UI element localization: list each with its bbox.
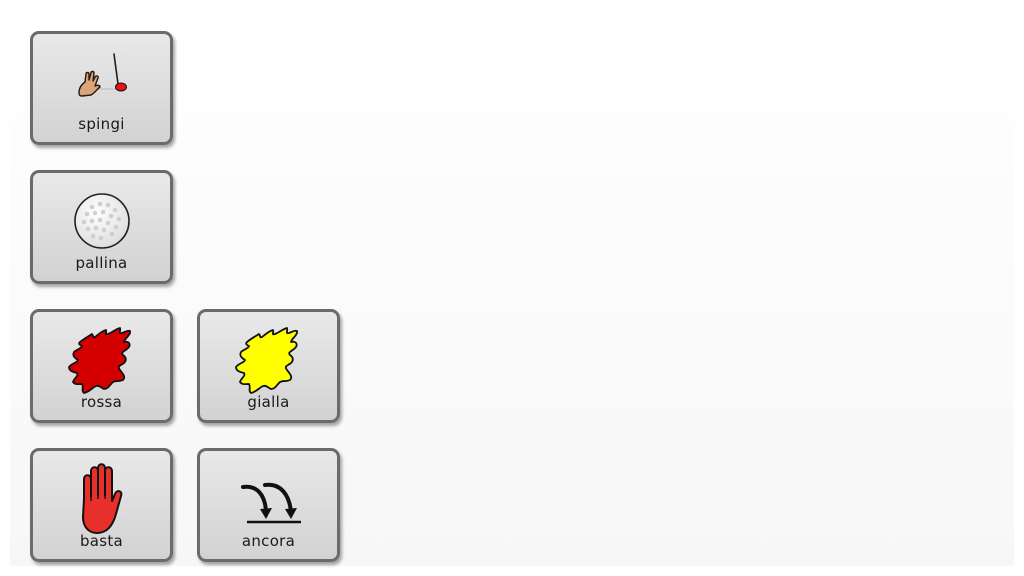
push-hand-icon	[77, 53, 127, 97]
stop-hand-icon	[81, 463, 122, 534]
tile-ancora-button[interactable]: ancora	[197, 448, 340, 562]
communication-board: spingi	[10, 10, 1014, 566]
yellow-color-splash-icon	[234, 327, 298, 394]
tile-label: pallina	[75, 254, 128, 272]
tile-label: ancora	[241, 532, 296, 550]
tile-rossa-button[interactable]: rossa	[30, 309, 173, 423]
again-arrows-icon	[240, 482, 301, 524]
tile-label: gialla	[247, 393, 290, 411]
tile-pallina-button[interactable]: pallina	[30, 170, 173, 284]
tile-label: spingi	[78, 115, 125, 133]
tile-gialla-button[interactable]: gialla	[197, 309, 340, 423]
golf-ball-icon	[73, 193, 130, 249]
tile-label: rossa	[80, 393, 123, 411]
red-color-splash-icon	[67, 327, 131, 394]
tile-label: basta	[79, 532, 124, 550]
tile-spingi-button[interactable]: spingi	[30, 31, 173, 145]
tile-basta-button[interactable]: basta	[30, 448, 173, 562]
